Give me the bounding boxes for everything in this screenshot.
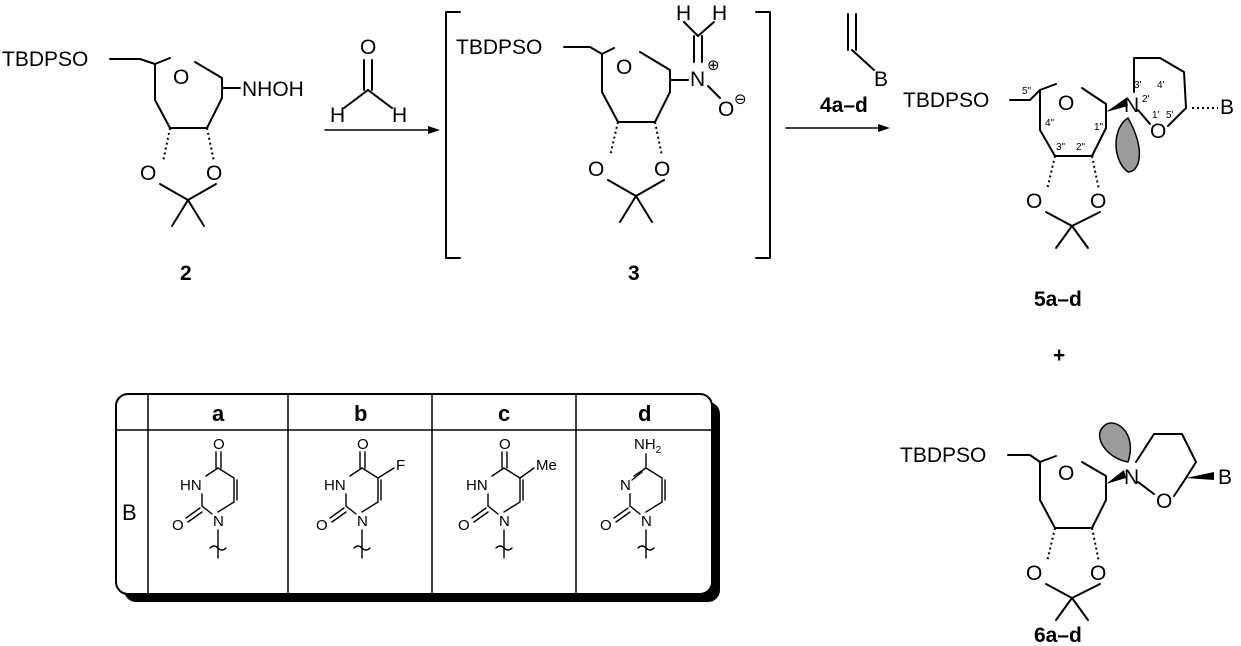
- position-5-prime-prime: 5": [1022, 86, 1032, 97]
- base-cytosine: NH2 N N O: [600, 436, 666, 559]
- nitrone-oxygen: O: [718, 98, 734, 121]
- ring-nitrogen: N: [213, 513, 224, 530]
- reaction-arrow-1: [324, 126, 440, 134]
- acetonide-oxygen-left: O: [1026, 562, 1042, 585]
- hn-label: HN: [324, 477, 346, 494]
- ring-oxygen: O: [1058, 92, 1074, 115]
- vinyl-base-b: B: [874, 68, 888, 91]
- ring-nitrogen: N: [357, 513, 368, 530]
- fluorine-label: F: [396, 457, 405, 474]
- column-header-b: b: [354, 401, 367, 426]
- lone-pair-orbital-icon: [1098, 422, 1131, 463]
- isoxazolidine-nitrogen: N: [1124, 466, 1139, 489]
- hn-label: HN: [180, 477, 202, 494]
- tbdpso-label: TBDPSO: [2, 48, 88, 71]
- column-header-a: a: [212, 401, 225, 426]
- positive-charge: ⊕: [707, 57, 720, 74]
- base-thymine: O Me HN N O: [458, 436, 557, 559]
- tbdpso-label: TBDPSO: [456, 36, 542, 59]
- carbonyl-oxygen: O: [316, 517, 328, 534]
- compound-6: TBDPSO O N O B O O 6a–d: [900, 422, 1232, 646]
- lone-pair-orbital-icon: [1115, 116, 1141, 173]
- reagent-vinyl-base: B 4a–d: [820, 13, 888, 117]
- position-1-prime: 1': [1152, 110, 1160, 121]
- isoxazolidine-oxygen: O: [1150, 120, 1166, 143]
- carbonyl-oxygen: O: [213, 436, 225, 453]
- wedge-bond-base: [1186, 472, 1214, 480]
- carbonyl-oxygen: O: [172, 517, 184, 534]
- nucleobase-b: B: [1218, 466, 1232, 489]
- carbonyl-oxygen: O: [357, 436, 369, 453]
- base-uracil: O HN N O: [172, 436, 238, 559]
- position-3-prime: 3': [1134, 80, 1142, 91]
- acetonide-oxygen-left: O: [1026, 190, 1042, 213]
- compound-2: TBDPSO O NHOH O O 2: [2, 48, 304, 285]
- base-5-fluorouracil: O F HN N O: [316, 436, 405, 559]
- methylene-h-right: H: [712, 2, 727, 25]
- ring-oxygen: O: [1058, 462, 1074, 485]
- methyl-label: Me: [536, 457, 557, 474]
- formaldehyde-h-right: H: [392, 104, 407, 127]
- position-1-prime-prime: 1": [1094, 122, 1104, 133]
- position-3-prime-prime: 3": [1056, 142, 1066, 153]
- hn-label: HN: [466, 477, 488, 494]
- acetonide-oxygen-right: O: [206, 162, 222, 185]
- nhoh-label: NHOH: [242, 78, 304, 101]
- ring-oxygen: O: [616, 56, 632, 79]
- dipolarophile-label: 4a–d: [820, 94, 868, 117]
- isoxazolidine-oxygen: O: [1156, 490, 1172, 513]
- column-header-d: d: [638, 401, 651, 426]
- compound-label-6: 6a–d: [1034, 624, 1082, 646]
- tbdpso-label: TBDPSO: [900, 444, 986, 467]
- bracket-left: [445, 11, 461, 259]
- wedge-bond: [1106, 470, 1126, 484]
- compound-label-5: 5a–d: [1034, 288, 1082, 311]
- reaction-arrow-2: [785, 124, 890, 132]
- amino-label: NH2: [634, 436, 662, 456]
- formaldehyde-oxygen: O: [360, 36, 376, 59]
- reagent-formaldehyde: O H H: [330, 36, 407, 127]
- compound-label-3: 3: [628, 262, 640, 285]
- formaldehyde-h-left: H: [330, 104, 345, 127]
- acetonide-oxygen-left: O: [140, 162, 156, 185]
- acetonide-oxygen-right: O: [654, 158, 670, 181]
- acetonide-oxygen-left: O: [588, 158, 604, 181]
- ring-nitrogen: N: [641, 513, 652, 530]
- bracket-right: [755, 11, 771, 259]
- compound-3: TBDPSO O N ⊕ H H O ⊖ O O 3: [456, 2, 747, 285]
- table-frame: [115, 393, 713, 595]
- tbdpso-label: TBDPSO: [903, 89, 989, 112]
- column-header-c: c: [498, 401, 510, 426]
- position-2-prime-prime: 2": [1076, 142, 1086, 153]
- compound-5: TBDPSO 5" O 4" 1" 3" 2" N 3' 4' 2' 1' 5'…: [903, 57, 1234, 311]
- position-4-prime: 4': [1157, 80, 1165, 91]
- nucleobase-b: B: [1220, 96, 1234, 119]
- carbonyl-oxygen: O: [600, 517, 612, 534]
- plus-sign: +: [1053, 344, 1065, 367]
- nitrone-nitrogen: N: [690, 68, 705, 91]
- ring-nitrogen-n3: N: [620, 477, 631, 494]
- position-4-prime-prime: 4": [1045, 118, 1055, 129]
- row-label-b: B: [122, 500, 137, 525]
- position-2-prime: 2': [1142, 94, 1150, 105]
- negative-charge: ⊖: [734, 91, 747, 108]
- ring-oxygen: O: [173, 66, 189, 89]
- acetonide-oxygen-right: O: [1090, 562, 1106, 585]
- carbonyl-oxygen: O: [458, 517, 470, 534]
- methylene-h-left: H: [676, 2, 691, 25]
- position-5-prime: 5': [1166, 110, 1174, 121]
- base-table: a b c d B O HN N O O F HN: [115, 393, 720, 602]
- compound-label-2: 2: [180, 262, 192, 285]
- acetonide-oxygen-right: O: [1090, 190, 1106, 213]
- carbonyl-oxygen: O: [499, 436, 511, 453]
- wedge-bond: [1106, 98, 1128, 112]
- ring-nitrogen: N: [499, 513, 510, 530]
- isoxazolidine-nitrogen: N: [1124, 94, 1139, 117]
